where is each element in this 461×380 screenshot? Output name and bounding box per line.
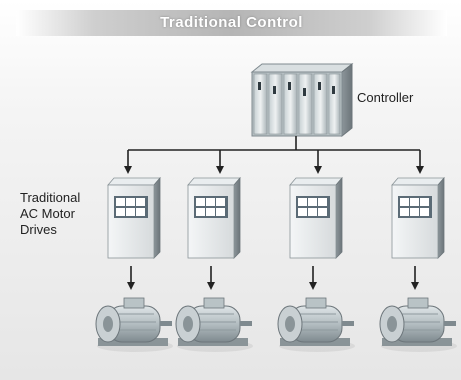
motor-icon-3 — [277, 297, 355, 352]
distribution-wiring — [128, 136, 420, 151]
drive-icon-1 — [107, 176, 161, 259]
drive-to-motor-arrows — [127, 266, 419, 290]
drive-icon-3 — [289, 176, 343, 259]
controller-icon — [250, 62, 354, 138]
drive-icon-4 — [391, 176, 445, 259]
title-bar: Traditional Control — [16, 10, 447, 36]
motor-icon-2 — [175, 297, 253, 352]
drive-icon-2 — [187, 176, 241, 259]
diagram-title: Traditional Control — [160, 14, 303, 31]
motor-icon-4 — [379, 297, 457, 352]
controller-label: Controller — [357, 90, 414, 105]
drives-label: Traditional AC Motor Drives — [20, 190, 81, 237]
controller-to-drive-arrows — [124, 150, 424, 174]
motor-icon-1 — [95, 297, 173, 352]
